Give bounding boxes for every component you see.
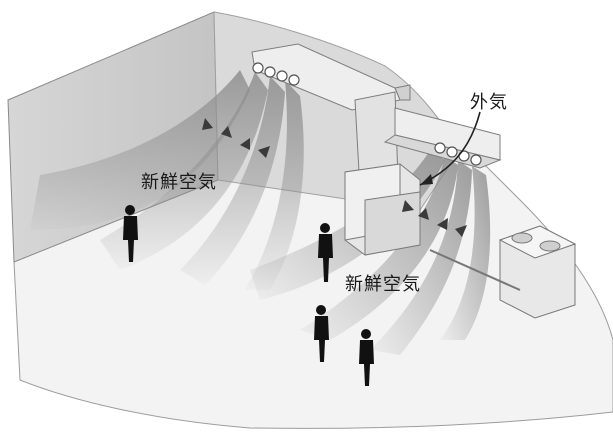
airflow-arrow-icon [420,174,433,185]
label-outside-air: 外気 [470,92,508,113]
label-fresh-air-right: 新鮮空気 [345,274,421,295]
fresh-air-streams-left [30,70,304,290]
person-icon [318,223,333,282]
airflow-arrow-icon [402,200,467,237]
air-handling-unit-icon [344,163,421,256]
person-icon [359,329,374,386]
person-icon [314,305,329,362]
label-fresh-air-left: 新鮮空気 [141,172,217,193]
airflow-arrow-icon [202,118,270,158]
outdoor-unit-icon [429,225,577,319]
person-icon [123,205,138,262]
